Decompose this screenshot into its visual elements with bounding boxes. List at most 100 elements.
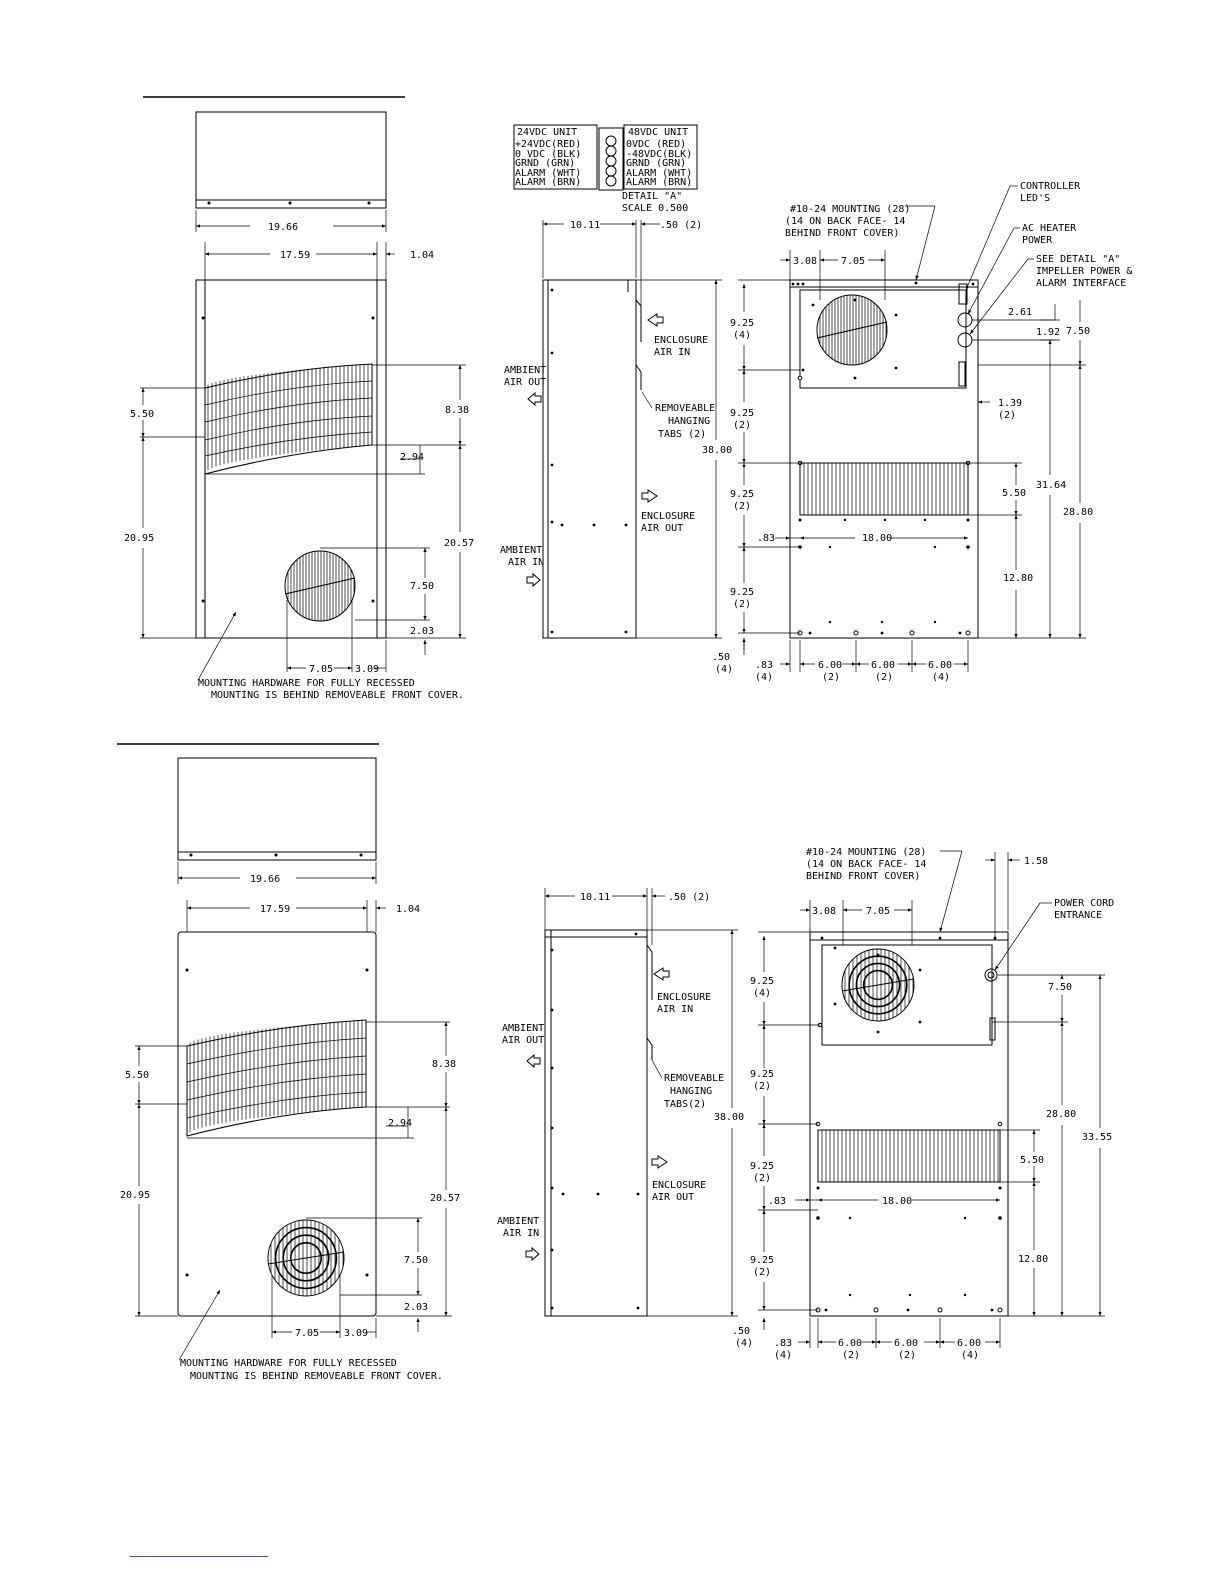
back-dim-31-64: 31.64 <box>1036 480 1066 491</box>
detail-24vdc-line5: ALARM (BRN) <box>515 177 581 188</box>
dim-20-95: 20.95 <box>124 533 154 544</box>
power-cord-1: POWER CORD <box>1054 898 1114 909</box>
back-v2: 9.25 <box>730 408 754 419</box>
back2-dim-28-80: 28.80 <box>1046 1109 1076 1120</box>
back2-bot-6c: 6.00 <box>957 1338 981 1349</box>
mounting-note-line1: MOUNTING HARDWARE FOR FULLY RECESSED <box>198 678 415 689</box>
dim-20-57-2: 20.57 <box>430 1193 460 1204</box>
dim-7-50: 7.50 <box>410 581 434 592</box>
detail-24vdc-line2: 0 VDC (BLK) <box>515 149 581 160</box>
top-view-2: 19.66 <box>177 757 377 885</box>
dim-3-09: 3.09 <box>355 664 379 675</box>
back2-bot-6an: (2) <box>842 1350 860 1361</box>
detail-24vdc-line4: ALARM (WHT) <box>515 168 581 179</box>
back2-dim-1-58: 1.58 <box>1024 856 1048 867</box>
back-view-2: #10-24 MOUNTING (28) (14 ON BACK FACE- 1… <box>732 847 1114 1361</box>
dim-2-94-2: 2.94 <box>388 1118 412 1129</box>
back-dim-1-39: 1.39 <box>998 398 1022 409</box>
enclosure-air-out-2-2: AIR OUT <box>652 1192 694 1203</box>
intake-fan <box>284 550 356 622</box>
side-view-2: 10.11 .50 (2) ENCLOSURE AIR IN AMBIENT A… <box>497 888 744 1317</box>
enclosure-air-in-arrow <box>647 313 664 327</box>
ac-heater-2: POWER <box>1022 235 1053 246</box>
hanging-tabs-2-2: HANGING <box>670 1086 712 1097</box>
enclosure-air-in-arrow-2 <box>653 967 670 981</box>
back2-bot-83: .83 <box>774 1338 792 1349</box>
see-detail-1: SEE DETAIL "A" <box>1036 254 1120 265</box>
dim-3-09-2: 3.09 <box>344 1328 368 1339</box>
detail-48vdc-title: 48VDC UNIT <box>628 127 688 138</box>
back-v2n: (2) <box>733 420 751 431</box>
back-v3: 9.25 <box>730 489 754 500</box>
dim-2-03: 2.03 <box>410 626 434 637</box>
ambient-air-out-2-1: AMBIENT <box>502 1023 544 1034</box>
impeller-2 <box>841 948 915 1022</box>
enclosure-air-out-arrow-2 <box>651 1155 668 1169</box>
bottom-set: 19.66 17.59 1.04 <box>117 743 1114 1382</box>
back-mounting-note-3: BEHIND FRONT COVER) <box>785 228 899 239</box>
back2-bot-6a: 6.00 <box>838 1338 862 1349</box>
back2-v4: 9.25 <box>750 1255 774 1266</box>
back-louver-2 <box>817 1129 1001 1183</box>
mounting-note-2-line2: MOUNTING IS BEHIND REMOVEABLE FRONT COVE… <box>190 1371 443 1382</box>
hanging-tabs-2: HANGING <box>668 416 710 427</box>
ambient-air-out-2-2: AIR OUT <box>502 1035 544 1046</box>
back-dim-18-00: 18.00 <box>862 533 892 544</box>
ambient-air-out-arrow <box>527 391 542 407</box>
back2-v3: 9.25 <box>750 1161 774 1172</box>
hanging-tabs-2-3: TABS(2) <box>664 1099 706 1110</box>
see-detail-2: IMPELLER POWER & <box>1036 266 1132 277</box>
dim-8-38-2: 8.38 <box>432 1059 456 1070</box>
enclosure-air-in-1: ENCLOSURE <box>654 335 708 346</box>
top-view: 19.66 <box>195 111 387 233</box>
back2-dim-12-80: 12.80 <box>1018 1254 1048 1265</box>
enclosure-air-out-2: AIR OUT <box>641 523 683 534</box>
footer-link-underline[interactable] <box>130 1556 268 1557</box>
detail-24vdc-line1: +24VDC(RED) <box>515 139 581 150</box>
back2-v1n: (4) <box>753 988 771 999</box>
mounting-note-2-line1: MOUNTING HARDWARE FOR FULLY RECESSED <box>180 1358 397 1369</box>
controller-leds-2: LED'S <box>1020 193 1050 204</box>
dim-tab-2: .50 (2) <box>668 892 710 903</box>
enclosure-air-out-2-1: ENCLOSURE <box>652 1180 706 1191</box>
exhaust-louver-2 <box>186 1019 367 1137</box>
power-cord-entrance <box>984 968 998 982</box>
back-mounting-note-2: (14 ON BACK FACE- 14 <box>785 216 905 227</box>
back2-dim-7-50: 7.50 <box>1048 982 1072 993</box>
hanging-tabs-1: REMOVEABLE <box>655 403 715 414</box>
see-detail-3: ALARM INTERFACE <box>1036 278 1126 289</box>
back2-bot-6cn: (4) <box>961 1350 979 1361</box>
back-bot-6bn: (2) <box>875 672 893 683</box>
back-bot-50n: (4) <box>715 664 733 675</box>
ambient-air-out-arrow-2 <box>526 1053 541 1069</box>
detail-48vdc-line5: ALARM (BRN) <box>626 177 692 188</box>
back-dim-3-08: 3.08 <box>793 256 817 267</box>
dim-2-03-2: 2.03 <box>404 1302 428 1313</box>
ambient-air-in-arrow <box>526 572 541 588</box>
mounting-note-line2: MOUNTING IS BEHIND REMOVEABLE FRONT COVE… <box>211 690 464 701</box>
back2-dim-18-00: 18.00 <box>882 1196 912 1207</box>
back-dim-7-50: 7.50 <box>1066 326 1090 337</box>
detail-caption: DETAIL "A" <box>622 191 682 202</box>
back-louver <box>799 462 969 516</box>
back2-bot-83n: (4) <box>774 1350 792 1361</box>
top-set: 19.66 17.59 1.04 <box>124 96 1132 701</box>
dim-frame-width-2: 17.59 <box>260 904 290 915</box>
dim-height-2: 38.00 <box>714 1112 744 1123</box>
dim-right-offset: 1.04 <box>410 250 434 261</box>
ambient-air-in-arrow-2 <box>525 1246 540 1262</box>
controller-leds-1: CONTROLLER <box>1020 181 1081 192</box>
detail-48vdc-line3: GRND (GRN) <box>626 158 686 169</box>
back-v3n: (2) <box>733 501 751 512</box>
back2-dim-5-50: 5.50 <box>1020 1155 1044 1166</box>
detail-scale: SCALE 0.500 <box>622 203 688 214</box>
detail-24vdc-title: 24VDC UNIT <box>517 127 577 138</box>
front-view: 17.59 1.04 <box>124 242 474 701</box>
back-bot-6b: 6.00 <box>871 660 895 671</box>
exhaust-louver <box>204 363 373 475</box>
enclosure-air-in-2-1: ENCLOSURE <box>657 992 711 1003</box>
back-dim-1-92: 1.92 <box>1036 327 1060 338</box>
back-dim-5-50: 5.50 <box>1002 488 1026 499</box>
dim-overall-width-2: 19.66 <box>250 874 280 885</box>
